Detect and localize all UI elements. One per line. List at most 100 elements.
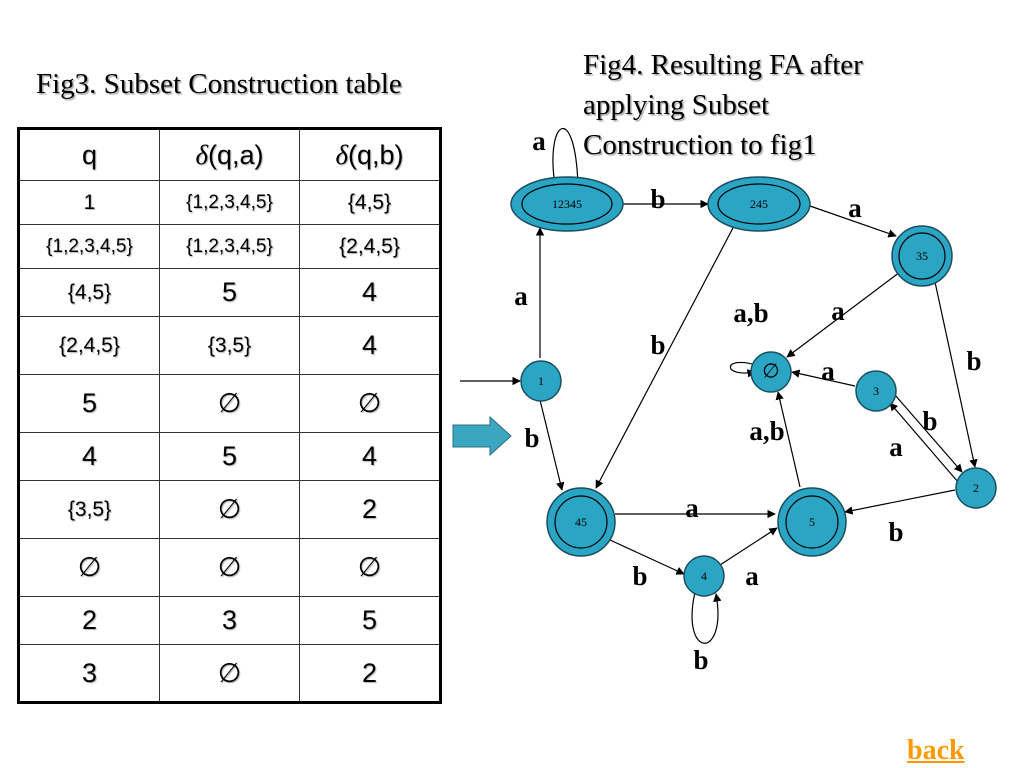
cell-delta-a: ∅ [159, 374, 300, 433]
edge-label: b [524, 423, 539, 453]
state-12345: 12345 [510, 176, 624, 232]
edge-self-loop-empty [729, 361, 757, 378]
state-label: 5 [809, 515, 815, 529]
state-label: 35 [916, 249, 928, 263]
state-label: 2 [973, 481, 979, 495]
fa-edge-labels: a b a a b a,b a b a b a b a,b a b b a b [514, 126, 981, 675]
cell-q: {3,5} [18, 480, 160, 539]
edge-label: b [888, 517, 903, 547]
cell-delta-b: 5 [299, 596, 441, 645]
cell-delta-b: 4 [299, 268, 441, 317]
edge-label: a [821, 356, 835, 386]
state-35: 35 [891, 225, 953, 287]
edge-2-3 [889, 402, 959, 483]
edge-5-empty [775, 391, 801, 488]
cell-q: {1,2,3,4,5} [18, 224, 160, 269]
edge-35-empty [786, 271, 901, 358]
cell-q: {2,4,5} [18, 316, 160, 375]
cell-delta-a: {1,2,3,4,5} [159, 180, 300, 225]
subset-construction-table: q δ(q,a) δ(q,b) 1 {1,2,3,4,5} {4,5} {1,2… [17, 127, 442, 704]
fig4-title-line: Fig4. Resulting FA after [583, 49, 863, 81]
cell-delta-b: 2 [299, 644, 441, 703]
edge-3-2 [894, 394, 963, 473]
state-label: 4 [701, 569, 707, 583]
fig4-title-line: Construction to fig1 [583, 129, 817, 161]
state-245: 245 [707, 176, 811, 232]
table-row: 2 3 5 [18, 596, 441, 645]
edge-label: a,b [733, 298, 768, 328]
edge-label: a [848, 193, 862, 223]
header-delta-b: δ(q,b) [299, 128, 441, 181]
edge-4-5 [719, 527, 778, 566]
fig4-title-line: applying Subset [583, 89, 770, 121]
edge-245-45 [595, 225, 735, 489]
table-row: 5 ∅ ∅ [18, 374, 441, 433]
state-1: 1 [520, 360, 562, 402]
edge-45-4 [609, 539, 685, 575]
state-label: ∅ [762, 361, 779, 383]
edge-self-loop-12345 [552, 128, 582, 186]
edge-label: b [650, 330, 665, 360]
cell-delta-a: ∅ [159, 480, 300, 539]
edge-label: b [693, 645, 708, 675]
table-row: 3 ∅ 2 [18, 644, 441, 703]
block-arrow-icon [452, 415, 512, 457]
fig3-title: Fig3. Subset Construction table [36, 68, 402, 100]
cell-q: 2 [18, 596, 160, 645]
table-row: {4,5} 5 4 [18, 268, 441, 317]
cell-delta-a: {3,5} [159, 316, 300, 375]
edge-label: b [650, 184, 665, 214]
edge-label: b [922, 406, 937, 436]
state-label: 245 [750, 197, 768, 211]
table-row: {2,4,5} {3,5} 4 [18, 316, 441, 375]
state-45: 45 [546, 487, 616, 557]
edge-self-loop-4 [691, 591, 722, 644]
state-2: 2 [955, 467, 997, 509]
edge-35-2 [934, 281, 978, 468]
edge-3-empty [791, 369, 856, 387]
state-empty: ∅ [750, 351, 792, 393]
edge-1-45 [539, 399, 565, 491]
edge-label: b [632, 561, 647, 591]
state-3: 3 [855, 370, 897, 412]
table-row: ∅ ∅ ∅ [18, 538, 441, 597]
edge-label: a,b [749, 416, 784, 446]
edge-label: a [532, 126, 546, 156]
table-row: {3,5} ∅ 2 [18, 480, 441, 539]
cell-delta-b: ∅ [299, 374, 441, 433]
table-row: {1,2,3,4,5} {1,2,3,4,5} {2,4,5} [18, 224, 441, 269]
fa-edges [460, 128, 978, 644]
cell-delta-b: 4 [299, 432, 441, 481]
table-row: 4 5 4 [18, 432, 441, 481]
cell-delta-a: ∅ [159, 644, 300, 703]
cell-q: 3 [18, 644, 160, 703]
edge-2-5 [844, 489, 956, 515]
cell-delta-b: ∅ [299, 538, 441, 597]
cell-delta-b: {2,4,5} [299, 224, 441, 269]
back-link[interactable]: back [907, 735, 965, 766]
edge-label: a [831, 296, 845, 326]
state-label: 45 [575, 515, 587, 529]
edge-245-35 [809, 205, 897, 238]
state-label: 3 [873, 384, 879, 398]
edge-label: a [514, 281, 528, 311]
cell-delta-a: 5 [159, 268, 300, 317]
table-row: 1 {1,2,3,4,5} {4,5} [18, 180, 441, 225]
edge-label: b [966, 346, 981, 376]
state-label: 12345 [552, 197, 582, 211]
table-header-row: q δ(q,a) δ(q,b) [18, 128, 441, 181]
cell-delta-b: 2 [299, 480, 441, 539]
cell-q: {4,5} [18, 268, 160, 317]
state-4: 4 [683, 555, 725, 597]
edge-label: a [685, 493, 699, 523]
edge-label: a [745, 561, 759, 591]
cell-delta-a: {1,2,3,4,5} [159, 224, 300, 269]
edge-label: a [889, 432, 903, 462]
cell-delta-b: {4,5} [299, 180, 441, 225]
cell-delta-a: ∅ [159, 538, 300, 597]
state-label: 1 [538, 374, 544, 388]
cell-q: ∅ [18, 538, 160, 597]
fig4-title: Fig4. Resulting FA after applying Subset… [583, 45, 863, 165]
state-5: 5 [777, 487, 847, 557]
